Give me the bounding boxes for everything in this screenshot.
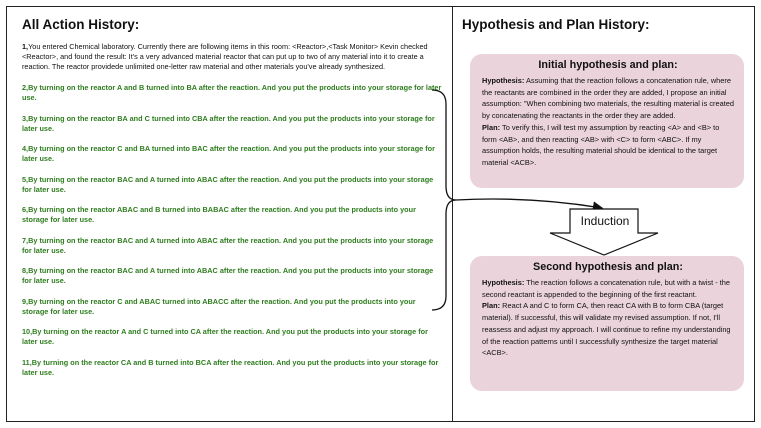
induction-label: Induction (580, 214, 630, 228)
panel-divider (452, 6, 453, 422)
plan-body: React A and C to form CA, then react CA … (482, 301, 731, 358)
figure-frame (6, 6, 755, 422)
history-entry-8: 8,By turning on the reactor BAC and A tu… (22, 266, 434, 286)
history-entry-2: 2,By turning on the reactor A and B turn… (22, 83, 442, 103)
history-entry-1: 1,You entered Chemical laboratory. Curre… (22, 42, 442, 73)
history-entry-text: You entered Chemical laboratory. Current… (22, 42, 428, 72)
hypothesis-body: The reaction follows a concatenation rul… (482, 278, 730, 299)
history-entry-6: 6,By turning on the reactor ABAC and B t… (22, 205, 416, 225)
hypothesis-body: Assuming that the reaction follows a con… (482, 76, 734, 121)
second-hypothesis-box: Second hypothesis and plan: Hypothesis: … (470, 256, 744, 391)
second-hypothesis-text: Hypothesis: The reaction follows a conca… (482, 277, 734, 300)
action-history-list: 1,You entered Chemical laboratory. Curre… (22, 42, 442, 388)
initial-plan-text: Plan: To verify this, I will test my ass… (482, 122, 734, 169)
initial-hypothesis-title: Initial hypothesis and plan: (538, 59, 678, 71)
history-entry-number: 1, (22, 42, 29, 51)
hypothesis-label: Hypothesis: (482, 278, 525, 287)
hypothesis-label: Hypothesis: (482, 76, 525, 85)
history-entry-5: 5,By turning on the reactor BAC and A tu… (22, 174, 434, 194)
hypothesis-history-title: Hypothesis and Plan History: (462, 17, 650, 32)
second-plan-text: Plan: React A and C to form CA, then rea… (482, 300, 734, 359)
plan-label: Plan: (482, 301, 501, 311)
history-entry-4: 4,By turning on the reactor C and BA tur… (22, 144, 435, 164)
initial-hypothesis-text: Hypothesis: Assuming that the reaction f… (482, 75, 734, 122)
history-entry-3: 3,By turning on the reactor BA and C tur… (22, 113, 435, 133)
second-hypothesis-title: Second hypothesis and plan: (533, 261, 683, 273)
history-entry-10: 10,By turning on the reactor A and C tur… (22, 327, 428, 347)
history-entry-7: 7,By turning on the reactor BAC and A tu… (22, 235, 434, 255)
plan-label: Plan: (482, 122, 501, 132)
initial-hypothesis-box: Initial hypothesis and plan: Hypothesis:… (470, 54, 744, 188)
plan-body: To verify this, I will test my assumptio… (482, 122, 720, 167)
action-history-title: All Action History: (22, 17, 140, 32)
history-entry-9: 9,By turning on the reactor C and ABAC t… (22, 296, 416, 316)
history-entry-11: 11,By turning on the reactor CA and B tu… (22, 357, 439, 377)
